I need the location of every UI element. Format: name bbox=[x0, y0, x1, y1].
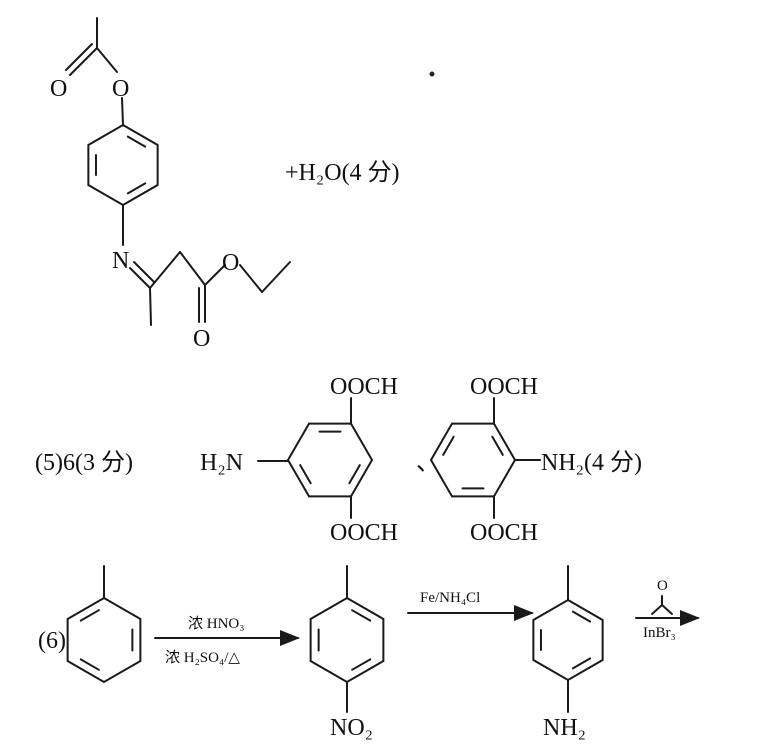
part5-label: (5)6(3 分) bbox=[35, 449, 133, 476]
water-byproduct-score: +H₂O(4 分) bbox=[285, 159, 400, 186]
benzene-ring bbox=[66, 596, 142, 684]
formate-top-label: OOCH bbox=[470, 374, 538, 400]
double-bond bbox=[571, 657, 592, 670]
amine-label: H₂N bbox=[200, 450, 243, 476]
amine-group-label: NH₂ bbox=[543, 715, 586, 741]
step2-reagent: Fe/NH₄Cl bbox=[420, 590, 480, 606]
double-bond bbox=[442, 435, 455, 456]
top-molecule: O O N O O bbox=[50, 17, 291, 352]
double-bond bbox=[491, 435, 504, 456]
double-bond bbox=[571, 610, 592, 623]
toluidine: NH₂ bbox=[532, 565, 604, 741]
ring-bonds bbox=[286, 422, 374, 498]
benzene-ring bbox=[87, 123, 159, 207]
part5-molecule-2: OOCH OOCH NH₂(4 分) bbox=[429, 374, 642, 546]
carbonyl2-oxygen-label: O bbox=[193, 326, 210, 352]
amine-score-label: NH₂(4 分) bbox=[541, 449, 642, 476]
formate-top-label: OOCH bbox=[330, 374, 398, 400]
step1-reagent-bottom: 浓 H₂SO₄/△ bbox=[165, 649, 240, 666]
imine-nitrogen-label: N bbox=[112, 248, 129, 274]
acetyl-bonds bbox=[65, 17, 291, 326]
ester-oxygen-label: O bbox=[112, 76, 129, 102]
ester2-oxygen-label: O bbox=[222, 250, 239, 276]
nitrotoluene: NO₂ bbox=[309, 565, 385, 741]
double-bond bbox=[126, 182, 147, 195]
benzene-ring bbox=[309, 596, 385, 684]
benzene-ring bbox=[532, 598, 604, 682]
double-bond bbox=[79, 658, 100, 671]
benzene-ring bbox=[286, 422, 374, 498]
part6-label: (6) bbox=[38, 628, 66, 654]
double-bond bbox=[351, 658, 372, 671]
ring-bonds bbox=[532, 598, 604, 682]
ring-bonds bbox=[429, 422, 517, 498]
step3-reagent-bottom: InBr₃ bbox=[643, 625, 676, 641]
formate-bottom-label: OOCH bbox=[330, 520, 398, 546]
scan-speck bbox=[429, 71, 435, 77]
nitro-group-label: NO₂ bbox=[330, 715, 373, 741]
ring-bonds bbox=[87, 123, 159, 207]
part5-molecule-1: H₂N OOCH OOCH bbox=[200, 374, 398, 546]
toluene bbox=[66, 565, 142, 684]
double-bond bbox=[126, 135, 147, 148]
formate-bottom-label: OOCH bbox=[470, 520, 538, 546]
epoxide-reagent: O bbox=[651, 578, 673, 615]
double-bond bbox=[351, 609, 372, 622]
ring-bonds bbox=[66, 596, 142, 684]
carbonyl-oxygen-label: O bbox=[50, 76, 67, 102]
double-bond bbox=[348, 464, 361, 485]
separator: 、 bbox=[416, 450, 440, 476]
epoxide-oxygen-label: O bbox=[657, 578, 668, 594]
double-bond bbox=[79, 609, 100, 622]
double-bond bbox=[299, 464, 312, 485]
benzene-ring bbox=[429, 422, 517, 498]
step1-reagent-top: 浓 HNO₃ bbox=[188, 615, 244, 632]
ring-bonds bbox=[309, 596, 385, 684]
